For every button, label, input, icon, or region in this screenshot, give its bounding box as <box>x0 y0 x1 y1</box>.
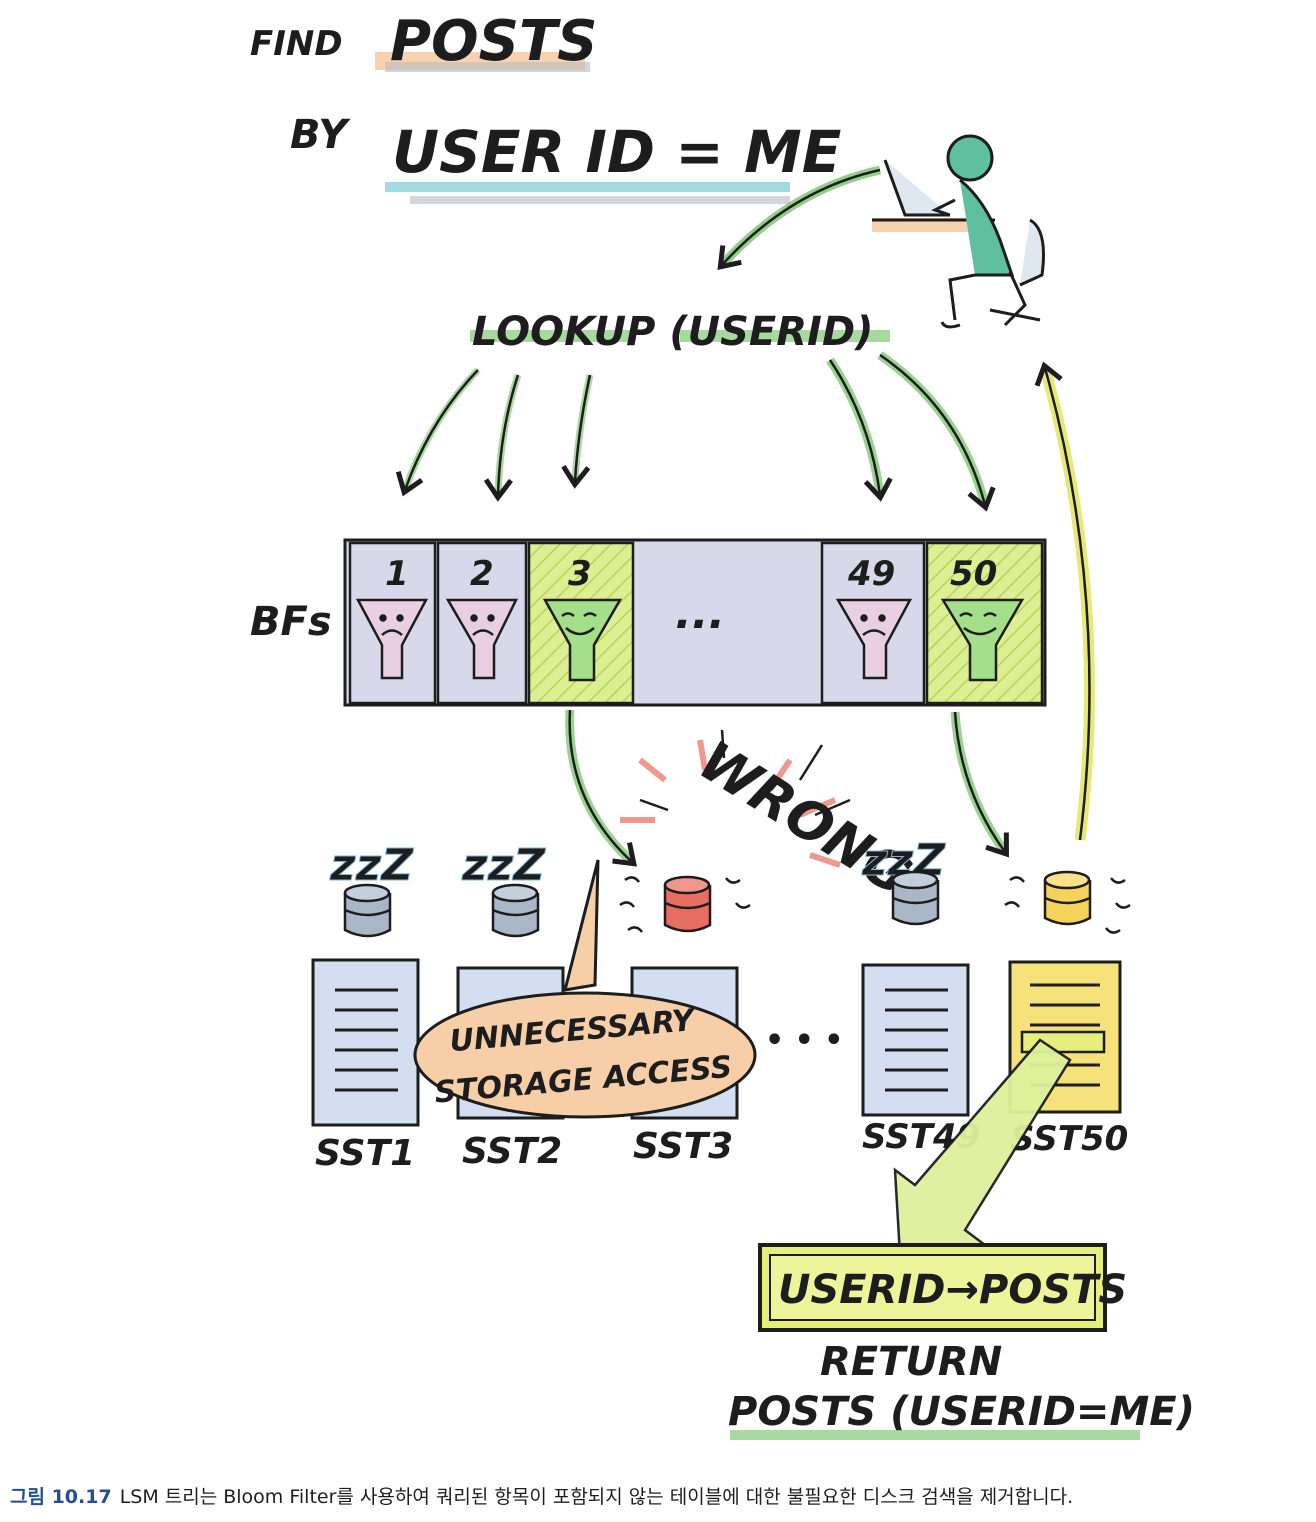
sad-funnel-icon <box>835 598 913 680</box>
lookup-arrows <box>395 351 996 512</box>
sst-ellipsis: • • • <box>765 1023 843 1058</box>
happy-funnel-icon <box>542 598 623 682</box>
happy-funnel-icon <box>940 598 1025 682</box>
svg-text:LOOKUP (USERID): LOOKUP (USERID) <box>472 309 873 355</box>
return-line1: RETURN <box>820 1339 1002 1385</box>
bloom-filter-ellipsis: ... <box>636 543 819 703</box>
unnecessary-access-callout: UNNECESSARY STORAGE ACCESS <box>413 859 757 1119</box>
return-text: RETURN POSTS (USERID=ME) <box>728 1339 1195 1440</box>
title-find: FIND <box>250 24 343 64</box>
sleep-mark-2: zzZ <box>461 840 546 891</box>
title-userid-me: USER ID = ME <box>392 118 841 186</box>
sst49-document <box>861 963 970 1117</box>
sst-label-2: SST2 <box>462 1131 562 1172</box>
sad-funnel-icon <box>355 598 429 680</box>
bloom-filter-50-label: 50 <box>950 554 997 594</box>
svg-text:...: ... <box>675 588 725 639</box>
disk-icon-sst49 <box>891 870 940 926</box>
bloom-filter-3: 3 <box>527 541 635 705</box>
title-by: BY <box>290 112 351 158</box>
bloom-filter-50: 50 <box>925 541 1044 705</box>
disks <box>343 870 1092 938</box>
figure-caption: 그림 10.17 LSM 트리는 Bloom Filter를 사용하여 쿼리된 항… <box>10 1482 1310 1509</box>
sleep-marks: zzZ zzZ zzZ <box>329 835 947 892</box>
bloom-filter-3-label: 3 <box>568 554 592 594</box>
figure-caption-text: LSM 트리는 Bloom Filter를 사용하여 쿼리된 항목이 포함되지 … <box>119 1486 1074 1508</box>
user-at-laptop-icon <box>872 134 1045 329</box>
return-line2: POSTS (USERID=ME) <box>728 1389 1195 1435</box>
sst-label-3: SST3 <box>633 1126 733 1167</box>
bloom-filter-2: 2 <box>436 541 528 705</box>
result-box-text: USERID→POSTS <box>778 1267 1127 1313</box>
lookup-label: LOOKUP (USERID) <box>470 309 890 355</box>
bloom-filter-1: 1 <box>348 541 437 705</box>
disk-icon-sst3 <box>663 875 712 933</box>
bloom-filter-row: 1 2 3 <box>343 538 1047 707</box>
disk-icon-sst2 <box>491 883 540 938</box>
sleep-mark-1: zzZ <box>329 840 414 891</box>
figure-label: 그림 10.17 <box>10 1486 112 1508</box>
bloom-filter-49-label: 49 <box>847 554 895 594</box>
title: FIND POSTS BY USER ID = ME <box>250 9 841 204</box>
sst-label-1: SST1 <box>315 1133 415 1174</box>
sad-funnel-icon <box>445 598 519 680</box>
sst-labels: SST1 SST2 SST3 SST49 SST50 <box>315 1117 1128 1174</box>
disk-icon-sst50 <box>1043 870 1092 926</box>
disk-icon-sst1 <box>343 883 392 938</box>
bf-to-sst-arrows <box>565 361 1095 867</box>
bloom-filter-49: 49 <box>820 541 926 705</box>
lsm-bloom-filter-diagram: FIND POSTS BY USER ID = ME LOOKUP (USERI… <box>250 9 1195 1440</box>
result-box: USERID→POSTS <box>758 1243 1127 1332</box>
disk-glow-marks <box>619 876 1131 934</box>
title-posts: POSTS <box>390 9 598 74</box>
bloom-filter-2-label: 2 <box>470 554 494 594</box>
sst1-document <box>311 958 420 1127</box>
bf-label: BFs <box>250 599 332 645</box>
bloom-filter-1-label: 1 <box>385 554 409 594</box>
